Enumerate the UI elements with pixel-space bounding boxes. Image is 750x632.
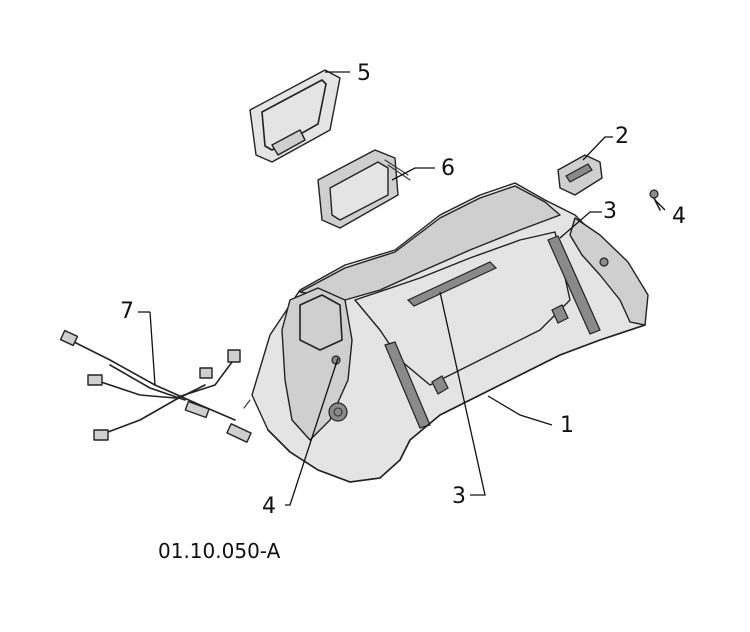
callout-4-right: 4 (672, 204, 686, 229)
callout-6: 6 (441, 156, 455, 181)
figure-code: 01.10.050-A (158, 539, 281, 563)
leader-lines (138, 71, 666, 506)
callout-4-lower: 4 (262, 494, 276, 519)
part-7-wire-harness (59, 329, 252, 443)
part-1-hood-housing (243, 182, 649, 483)
callout-3-upper: 3 (603, 199, 617, 224)
callout-5: 5 (357, 61, 371, 86)
part-2-switch (557, 154, 603, 196)
part-4-screw-right (649, 189, 661, 211)
callout-1: 1 (560, 413, 574, 438)
callout-7: 7 (120, 299, 134, 324)
part-6-display-module (317, 149, 411, 229)
callout-2: 2 (615, 124, 629, 149)
callout-3-lower: 3 (452, 484, 466, 509)
part-5-bezel (249, 69, 341, 163)
